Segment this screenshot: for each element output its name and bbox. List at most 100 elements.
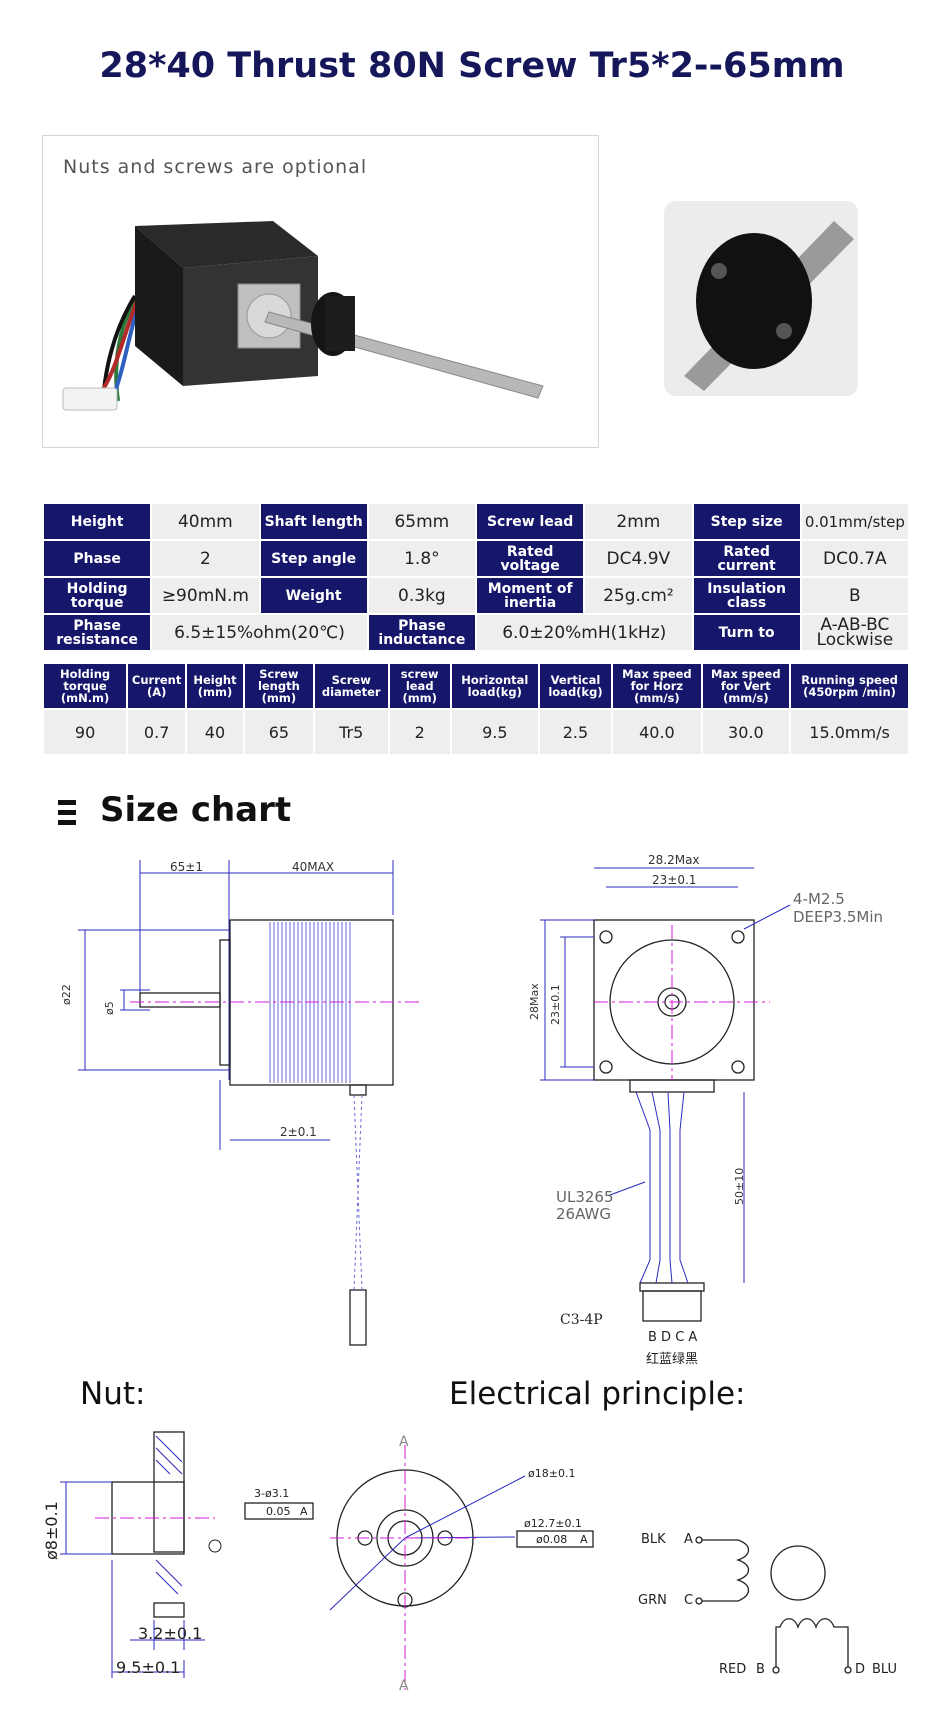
table-cell: 9.5 — [451, 710, 538, 754]
dim-label: 65±1 — [170, 860, 203, 874]
table-cell: 15.0mm/s — [791, 710, 908, 754]
spec-value: 40mm — [152, 504, 259, 539]
dim-label: 0.05 — [266, 1505, 291, 1518]
column-header: Screw length (mm) — [244, 664, 313, 708]
spec-value: 25g.cm² — [585, 578, 692, 613]
spec-value: 2 — [152, 541, 259, 576]
table-cell: 40.0 — [613, 710, 701, 754]
wire-label: C — [684, 1593, 694, 1608]
spec-value: 6.0±20%mH(1kHz) — [477, 615, 692, 650]
spec-label: Phase inductance — [368, 615, 475, 650]
data-value-row: 90 0.7 40 65 Tr5 2 9.5 2.5 40.0 30.0 15.… — [44, 710, 908, 754]
dim-label: A — [399, 1678, 409, 1694]
spec-label: Turn to — [693, 615, 800, 650]
dim-label: ø5 — [103, 1001, 116, 1015]
dim-label: UL3265 — [556, 1188, 614, 1206]
spec-label: Screw lead — [477, 504, 584, 539]
spec-label: Weight — [260, 578, 367, 613]
dim-label: ø22 — [60, 984, 73, 1005]
spec-value: 0.01mm/step — [801, 504, 908, 539]
spec-label: Moment of inertia — [477, 578, 584, 613]
table-cell: 0.7 — [128, 710, 186, 754]
dim-label: ø12.7±0.1 — [524, 1517, 582, 1530]
spec-value: 1.8° — [368, 541, 475, 576]
size-chart-heading: Size chart — [100, 790, 292, 830]
table-cell: 30.0 — [702, 710, 790, 754]
spec-value: ≥90mN.m — [152, 578, 259, 613]
spec-value: 6.5±15%ohm(20℃) — [152, 615, 367, 650]
dim-label: 2±0.1 — [280, 1125, 317, 1139]
dim-label: A — [399, 1434, 409, 1450]
column-header: Max speed for Vert (mm/s) — [702, 664, 790, 708]
dim-label: 28Max — [528, 983, 541, 1020]
spec-label: Insulation class — [693, 578, 800, 613]
spec-label: Step angle — [260, 541, 367, 576]
data-header-row: Holding torque (mN.m) Current (A) Height… — [44, 664, 908, 708]
spec-label: Holding torque — [44, 578, 151, 613]
dim-label: B D C A — [648, 1330, 698, 1345]
spec-label: Step size — [693, 504, 800, 539]
dim-label: 4-M2.5 — [793, 890, 845, 908]
dim-label: 40MAX — [292, 860, 335, 874]
dim-label: DEEP3.5Min — [793, 908, 884, 926]
spec-label: Rated current — [693, 541, 800, 576]
column-header: Height (mm) — [187, 664, 243, 708]
motor-photo: Nuts and screws are optional — [42, 135, 599, 448]
motor-illustration — [62, 221, 544, 411]
table-cell: 90 — [44, 710, 127, 754]
column-header: Screw diameter — [314, 664, 388, 708]
dim-label: C3-4P — [560, 1312, 603, 1328]
wire-label: A — [684, 1532, 693, 1547]
wire-label: B — [756, 1662, 765, 1677]
table-cell: Tr5 — [314, 710, 388, 754]
spec-value: B — [801, 578, 908, 613]
spec-value: DC4.9V — [585, 541, 692, 576]
dim-label: ø18±0.1 — [528, 1467, 576, 1480]
wire-label: GRN — [638, 1593, 667, 1608]
dim-label: 23±0.1 — [549, 984, 562, 1025]
wire-label: BLU — [872, 1662, 898, 1677]
electrical-heading: Electrical principle: — [449, 1376, 746, 1412]
spec-label: Rated voltage — [477, 541, 584, 576]
photo-caption: Nuts and screws are optional — [63, 156, 368, 178]
spec-row: Phase resistance 6.5±15%ohm(20℃) Phase i… — [44, 615, 908, 650]
dim-label: 9.5±0.1 — [116, 1658, 181, 1677]
column-header: Current (A) — [128, 664, 186, 708]
dim-label: 50±10 — [733, 1167, 746, 1205]
dim-label: 3.2±0.1 — [138, 1624, 203, 1643]
spec-row: Phase 2 Step angle 1.8° Rated voltage DC… — [44, 541, 908, 576]
dim-label: A — [300, 1505, 308, 1518]
dim-label: 28.2Max — [648, 853, 700, 867]
spec-label: Shaft length — [260, 504, 367, 539]
spec-row: Holding torque ≥90mN.m Weight 0.3kg Mome… — [44, 578, 908, 613]
dim-label: 23±0.1 — [652, 873, 697, 887]
spec-value: 2mm — [585, 504, 692, 539]
spec-label: Phase — [44, 541, 151, 576]
wire-label: BLK — [641, 1532, 666, 1547]
wire-label: RED — [719, 1662, 747, 1677]
spec-label: Phase resistance — [44, 615, 151, 650]
dim-label: ø0.08 — [536, 1533, 568, 1546]
spec-table: Height 40mm Shaft length 65mm Screw lead… — [42, 502, 910, 652]
page-title: 28*40 Thrust 80N Screw Tr5*2--65mm — [99, 46, 845, 86]
dim-label: 26AWG — [556, 1205, 611, 1223]
dim-label: 红蓝绿黑 — [646, 1352, 699, 1367]
table-cell: 2 — [389, 710, 450, 754]
spec-label: Height — [44, 504, 151, 539]
column-header: Holding torque (mN.m) — [44, 664, 127, 708]
spec-value: A-AB-BC Lockwise — [801, 615, 908, 650]
table-cell: 65 — [244, 710, 313, 754]
nut-heading: Nut: — [80, 1376, 146, 1412]
data-table: Holding torque (mN.m) Current (A) Height… — [42, 662, 910, 756]
wire-label: D — [855, 1662, 866, 1677]
dim-label: 3-ø3.1 — [254, 1487, 290, 1500]
column-header: Max speed for Horz (mm/s) — [613, 664, 701, 708]
table-cell: 2.5 — [539, 710, 612, 754]
spec-value: DC0.7A — [801, 541, 908, 576]
spec-value: 0.3kg — [368, 578, 475, 613]
dim-label: A — [580, 1533, 588, 1546]
nut-photo — [664, 201, 858, 396]
table-cell: 40 — [187, 710, 243, 754]
column-header: Horizontal load(kg) — [451, 664, 538, 708]
